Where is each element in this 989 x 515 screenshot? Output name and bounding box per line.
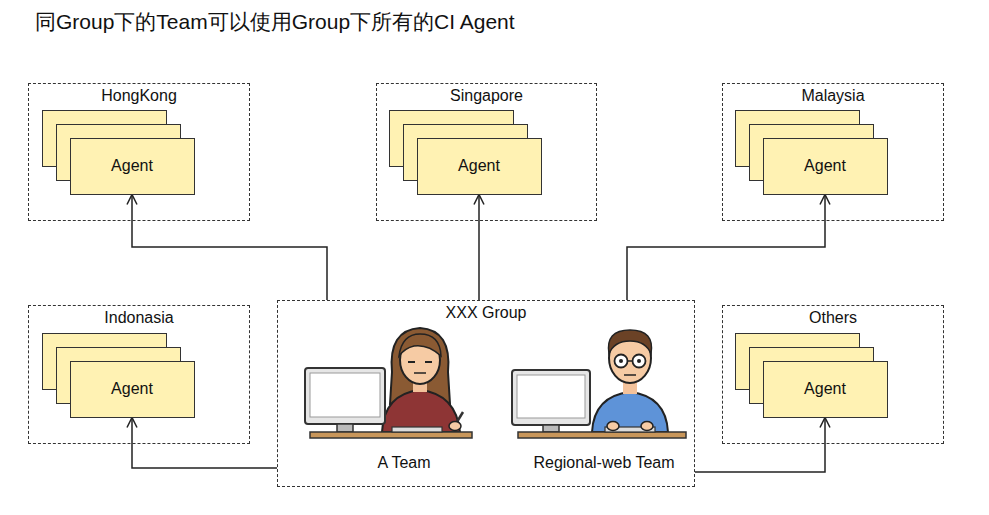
agent-label: Agent [804, 379, 846, 398]
shirt [592, 392, 668, 432]
diagram-title: 同Group下的Team可以使用Group下所有的CI Agent [35, 9, 515, 34]
hair [608, 330, 651, 354]
monitor-screen [517, 375, 585, 418]
agent-label: Agent [458, 156, 500, 175]
region-box: IndonasiaAgent [28, 305, 250, 444]
box-heading: Others [723, 308, 943, 327]
hand [641, 422, 653, 431]
region-box: SingaporeAgent [376, 83, 597, 221]
region-box: OthersAgent [722, 305, 944, 444]
agent-label: Agent [111, 379, 153, 398]
man-figure [512, 330, 686, 438]
team-label: Regional-web Team [533, 453, 674, 472]
monitor-screen [310, 373, 380, 417]
glasses-right [633, 355, 646, 368]
box-heading: HongKong [29, 86, 249, 105]
region-box: MalaysiaAgent [722, 83, 944, 221]
connector-arrow [132, 418, 277, 469]
tablet [392, 427, 442, 432]
monitor [512, 370, 590, 425]
box-heading: Malaysia [723, 86, 943, 105]
mouth [624, 374, 636, 376]
bangs [399, 334, 441, 356]
agent-label: Agent [111, 156, 153, 175]
desk [518, 432, 686, 438]
mouth [414, 372, 426, 374]
box-heading: XXX Group [278, 303, 694, 322]
monitor-stand [543, 425, 559, 432]
box-heading: Indonasia [29, 308, 249, 327]
monitor-stand [337, 424, 353, 432]
monitor [305, 368, 385, 424]
team-label: A Team [377, 453, 430, 472]
connector-arrow [478, 195, 480, 301]
box-heading: Singapore [377, 86, 596, 105]
connector-arrow [627, 195, 825, 301]
glasses-left [615, 355, 628, 368]
group-box: XXX Group A Team Regional-web Team [277, 300, 695, 487]
agent-label: Agent [804, 156, 846, 175]
eyes [408, 361, 432, 363]
desk [310, 432, 472, 438]
connector-arrow [132, 195, 327, 301]
pupil [637, 359, 641, 363]
connector-arrow [695, 418, 825, 473]
shirt [382, 390, 460, 432]
agent-card: Agent [70, 138, 195, 195]
region-box: HongKongAgent [28, 83, 250, 221]
agent-card: Agent [763, 361, 888, 418]
agent-card: Agent [417, 138, 542, 195]
woman-figure [305, 328, 472, 438]
agent-card: Agent [70, 361, 195, 418]
glasses-bridge [628, 360, 633, 362]
hand [449, 422, 461, 431]
hand [607, 422, 619, 431]
agent-card: Agent [763, 138, 888, 195]
pupil [619, 359, 623, 363]
